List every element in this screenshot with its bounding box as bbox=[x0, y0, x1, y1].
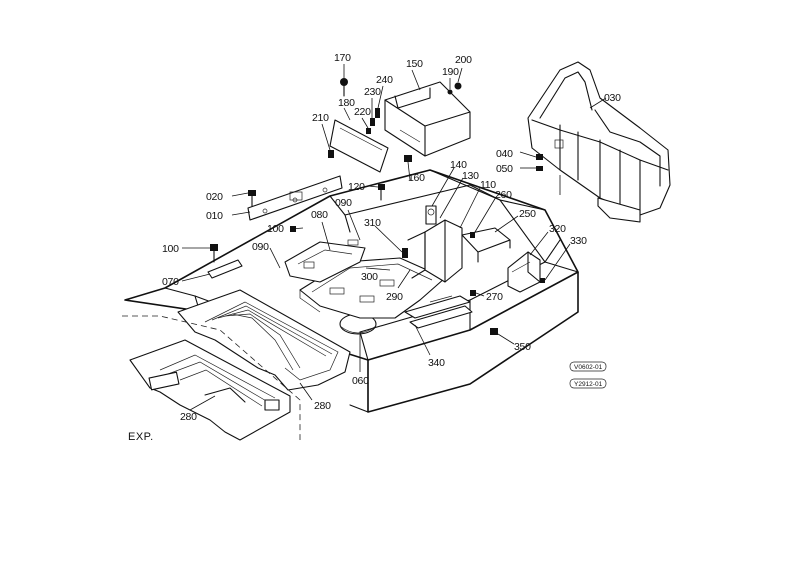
bolt-270 bbox=[470, 290, 476, 296]
callout-320: 320 bbox=[549, 223, 566, 235]
callout-140: 140 bbox=[450, 159, 467, 171]
callout-110: 110 bbox=[480, 179, 496, 191]
callout-340: 340 bbox=[428, 357, 445, 369]
callout-130: 130 bbox=[462, 170, 479, 182]
callout-170: 170 bbox=[334, 52, 351, 64]
bolt-260 bbox=[470, 232, 475, 238]
strip-070 bbox=[207, 259, 243, 279]
callout-080: 080 bbox=[311, 209, 328, 221]
exploded-mat bbox=[122, 315, 301, 441]
callout-180: 180 bbox=[338, 97, 355, 109]
callout-120: 120 bbox=[348, 181, 365, 193]
callout-290: 290 bbox=[386, 291, 403, 303]
callout-100b: 100 bbox=[267, 223, 284, 235]
reference-stamps: V0602-01 Y2912-01 bbox=[569, 361, 607, 389]
callout-200: 200 bbox=[455, 54, 472, 66]
callout-010: 010 bbox=[206, 210, 223, 222]
exp-label: EXP. bbox=[128, 431, 154, 443]
plate-010 bbox=[247, 175, 343, 221]
bolt-220 bbox=[366, 128, 371, 134]
bolt-190 bbox=[447, 89, 453, 95]
callout-220: 220 bbox=[354, 106, 371, 118]
callout-250: 250 bbox=[519, 208, 536, 220]
callout-330: 330 bbox=[570, 235, 587, 247]
bolt-100a bbox=[210, 244, 218, 263]
clip-210 bbox=[328, 150, 334, 158]
bolt-350 bbox=[490, 328, 498, 335]
callout-240: 240 bbox=[376, 74, 393, 86]
callout-labels: 020 010 100 070 090 100 080 090 120 170 … bbox=[162, 52, 621, 423]
fasteners bbox=[210, 78, 545, 335]
bolt-020 bbox=[248, 190, 256, 207]
callout-190: 190 bbox=[442, 66, 459, 78]
callout-040: 040 bbox=[496, 148, 513, 160]
callout-090a: 090 bbox=[252, 241, 269, 253]
callout-050: 050 bbox=[496, 163, 513, 175]
callout-060: 060 bbox=[352, 375, 369, 387]
bolt-050 bbox=[536, 166, 543, 171]
seat-frame bbox=[527, 61, 671, 223]
callout-070: 070 bbox=[162, 276, 179, 288]
callout-090b: 090 bbox=[335, 197, 352, 209]
callout-270: 270 bbox=[486, 291, 503, 303]
bolt-330 bbox=[540, 278, 545, 283]
callout-280a: 280 bbox=[180, 411, 197, 423]
callout-020: 020 bbox=[206, 191, 223, 203]
callout-260: 260 bbox=[495, 189, 512, 201]
callout-280b: 280 bbox=[314, 400, 331, 412]
callout-030: 030 bbox=[604, 92, 621, 104]
bolt-200 bbox=[454, 82, 462, 90]
bolt-120 bbox=[378, 184, 385, 201]
bolt-160 bbox=[404, 155, 412, 162]
bolt-240 bbox=[375, 108, 380, 118]
leader-lines bbox=[181, 64, 607, 411]
callout-160: 160 bbox=[408, 172, 425, 184]
callout-300: 300 bbox=[361, 271, 378, 283]
callout-350: 350 bbox=[514, 341, 531, 353]
bolt-170 bbox=[340, 78, 348, 97]
bolt-310 bbox=[402, 248, 408, 258]
box-150 bbox=[384, 81, 471, 157]
callout-210: 210 bbox=[312, 112, 329, 124]
callout-100a: 100 bbox=[162, 243, 179, 255]
callout-150: 150 bbox=[406, 58, 423, 70]
stamp-bottom: Y2912-01 bbox=[574, 381, 603, 388]
callout-310: 310 bbox=[364, 217, 381, 229]
left-mat bbox=[284, 239, 366, 283]
front-strips bbox=[404, 295, 473, 329]
callout-230: 230 bbox=[364, 86, 381, 98]
bolt-230 bbox=[370, 118, 375, 126]
stamp-top: V0602-01 bbox=[574, 364, 603, 371]
bolt-040 bbox=[536, 154, 543, 160]
plate-180 bbox=[329, 119, 389, 173]
